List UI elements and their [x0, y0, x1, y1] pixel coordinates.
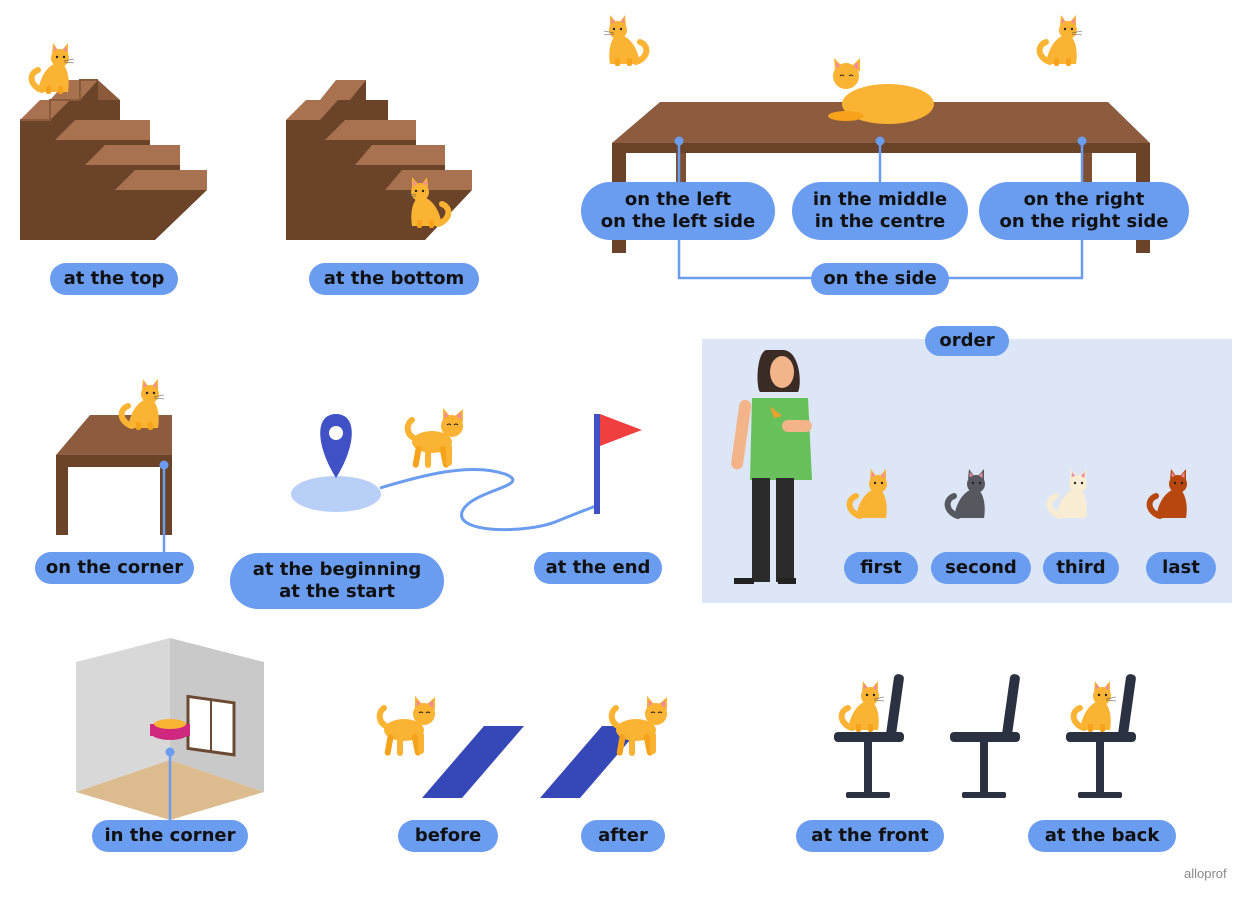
- label-first: first: [844, 552, 918, 584]
- connector-dots-table: [674, 136, 1087, 146]
- chair-middle: [950, 673, 1021, 798]
- label-at-the-front: at the front: [796, 820, 944, 852]
- brand-logo-text: alloprof: [1184, 866, 1227, 881]
- stairs-top: [20, 79, 207, 240]
- cat-table-left: [604, 15, 646, 66]
- cat-front-chair: [842, 681, 884, 732]
- stairs-bottom: [286, 80, 472, 240]
- label-at-the-back: at the back: [1028, 820, 1176, 852]
- stripe-before: [422, 726, 524, 798]
- label-at-the-end: at the end: [534, 552, 662, 584]
- path-start-end: [291, 414, 642, 532]
- cat-after-line: [612, 696, 667, 756]
- label-before: before: [398, 820, 498, 852]
- cat-table-middle-lying: [828, 58, 934, 124]
- cat-walking-path: [408, 408, 463, 468]
- cat-back-chair: [1074, 681, 1116, 732]
- person-figure: [731, 350, 812, 584]
- label-second: second: [931, 552, 1031, 584]
- stripe-after: [540, 726, 642, 798]
- label-on-the-side: on the side: [811, 263, 949, 295]
- small-table: [56, 415, 172, 535]
- cat-on-stairs-top: [32, 43, 74, 94]
- label-third: third: [1043, 552, 1119, 584]
- cat-before-line: [380, 696, 435, 756]
- label-at-the-top: at the top: [50, 263, 178, 295]
- label-in-the-corner: in the corner: [92, 820, 248, 852]
- label-order: order: [925, 326, 1009, 356]
- label-at-the-bottom: at the bottom: [309, 263, 479, 295]
- cat-table-right: [1040, 15, 1082, 66]
- label-on-the-corner: on the corner: [35, 552, 194, 584]
- label-after: after: [581, 820, 665, 852]
- cat-on-table-corner: [122, 379, 164, 430]
- label-last: last: [1146, 552, 1216, 584]
